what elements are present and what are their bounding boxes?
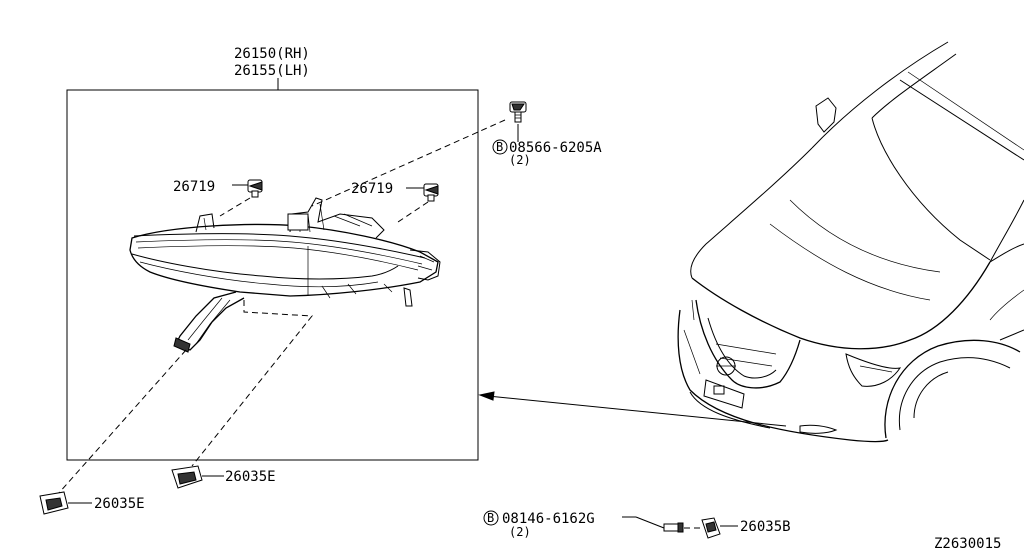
- clip-left-dash: [57, 349, 187, 495]
- clip-left-icon: [39, 491, 69, 515]
- clip-left-label: 26035E: [94, 496, 145, 512]
- fog-lamp-assembly: [129, 197, 441, 353]
- assembly-part-rh-label: 26150(RH): [234, 46, 310, 62]
- screw-bottom-callout: B 08146-6162G (2): [483, 510, 595, 539]
- screw-top-qty: (2): [509, 153, 531, 167]
- screw-bottom-number: 08146-6162G: [502, 511, 595, 527]
- bulb-socket-right-icon: [423, 183, 439, 202]
- screw-top-icon: [509, 101, 527, 123]
- screw-bottom-leader-2: [635, 516, 665, 529]
- bulb-socket-left-dash: [219, 197, 251, 217]
- assembly-frame: [66, 89, 479, 461]
- screw-bottom-icon: [663, 522, 684, 533]
- clip-bottom-right-icon: [701, 517, 721, 539]
- clip-mid-icon: [171, 465, 203, 489]
- screw-top-dash: [311, 119, 506, 207]
- screw-top-number: 08566-6205A: [509, 140, 602, 156]
- bulb-socket-left-label: 26719: [173, 179, 215, 195]
- screw-bottom-qty: (2): [509, 525, 531, 539]
- screw-top-callout: B 08566-6205A (2): [492, 139, 602, 167]
- clip-mid-dash: [191, 300, 313, 467]
- bulb-socket-right-dash: [397, 201, 429, 223]
- clip-mid-label: 26035E: [225, 469, 276, 485]
- screw-top-circle-letter: B: [496, 140, 503, 154]
- bulb-socket-left-icon: [247, 179, 263, 198]
- vehicle-outline: [677, 41, 1024, 443]
- clip-bottom-right-label: 26035B: [740, 519, 791, 535]
- drawing-code: Z2630015: [934, 536, 1001, 552]
- assembly-part-lh-label: 26155(LH): [234, 63, 310, 79]
- location-arrow-head: [478, 391, 495, 401]
- bulb-socket-right-label: 26719: [351, 181, 393, 197]
- screw-bottom-circle-letter: B: [487, 511, 494, 525]
- location-arrow-line: [487, 395, 787, 427]
